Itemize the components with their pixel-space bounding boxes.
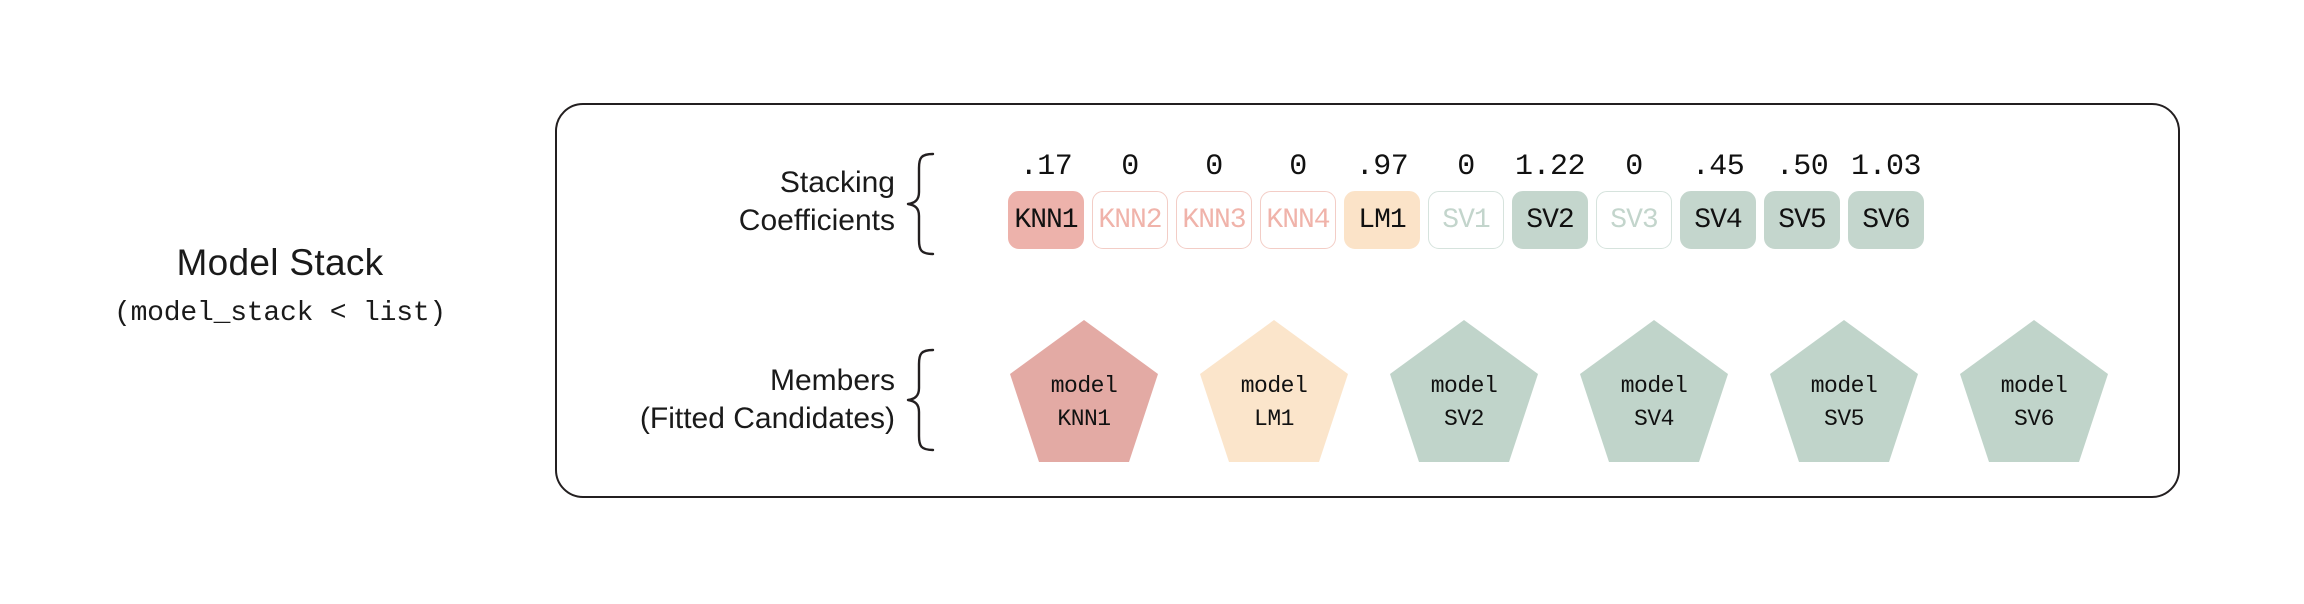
stacking-coefficients-label-line1: Stacking: [779, 166, 895, 199]
model-chip-sv1[interactable]: SV1: [1428, 191, 1504, 249]
model-stack-panel: [555, 103, 2180, 498]
curly-brace-icon: [903, 152, 937, 256]
model-chip-knn3[interactable]: KNN3: [1176, 191, 1252, 249]
model-chip-sv2[interactable]: SV2: [1512, 191, 1588, 249]
pentagon-icon: [1010, 320, 1158, 462]
model-chip-knn2[interactable]: KNN2: [1092, 191, 1168, 249]
model-chip-knn4[interactable]: KNN4: [1260, 191, 1336, 249]
coefficient-value: 0: [1625, 150, 1643, 184]
pentagon-icon: [1770, 320, 1918, 462]
model-chip-sv5[interactable]: SV5: [1764, 191, 1840, 249]
model-chip-sv6[interactable]: SV6: [1848, 191, 1924, 249]
members-label-line1: Members: [769, 364, 895, 397]
stacking-coefficients-label: Stacking Coefficients: [575, 164, 895, 241]
model-chip-lm1[interactable]: LM1: [1344, 191, 1420, 249]
page-title: Model Stack: [176, 242, 384, 283]
coefficient-value: 0: [1289, 150, 1307, 184]
model-chip-sv4[interactable]: SV4: [1680, 191, 1756, 249]
curly-brace-icon: [903, 348, 937, 452]
coefficient-value: 0: [1121, 150, 1139, 184]
pentagon-icon: [1200, 320, 1348, 462]
model-chip-sv3[interactable]: SV3: [1596, 191, 1672, 249]
diagram-caption: Model Stack (model_stack < list): [60, 240, 500, 329]
coefficient-value: 0: [1205, 150, 1223, 184]
members-label-line2: (Fitted Candidates): [639, 402, 895, 436]
members-label: Members (Fitted Candidates): [575, 362, 895, 439]
pentagon-icon: [1580, 320, 1728, 462]
pentagon-icon: [1960, 320, 2108, 462]
coefficient-value: 1.22: [1514, 150, 1586, 184]
pentagon-icon: [1390, 320, 1538, 462]
coefficient-value: .45: [1691, 150, 1745, 184]
coefficient-value: 1.03: [1850, 150, 1922, 184]
page-subtitle: (model_stack < list): [113, 298, 447, 330]
stacking-coefficients-label-line2: Coefficients: [738, 204, 895, 238]
coefficient-value: .17: [1019, 150, 1073, 184]
coefficient-value: .50: [1775, 150, 1829, 184]
model-chip-knn1[interactable]: KNN1: [1008, 191, 1084, 249]
coefficient-value: 0: [1457, 150, 1475, 184]
coefficient-value: .97: [1355, 150, 1409, 184]
